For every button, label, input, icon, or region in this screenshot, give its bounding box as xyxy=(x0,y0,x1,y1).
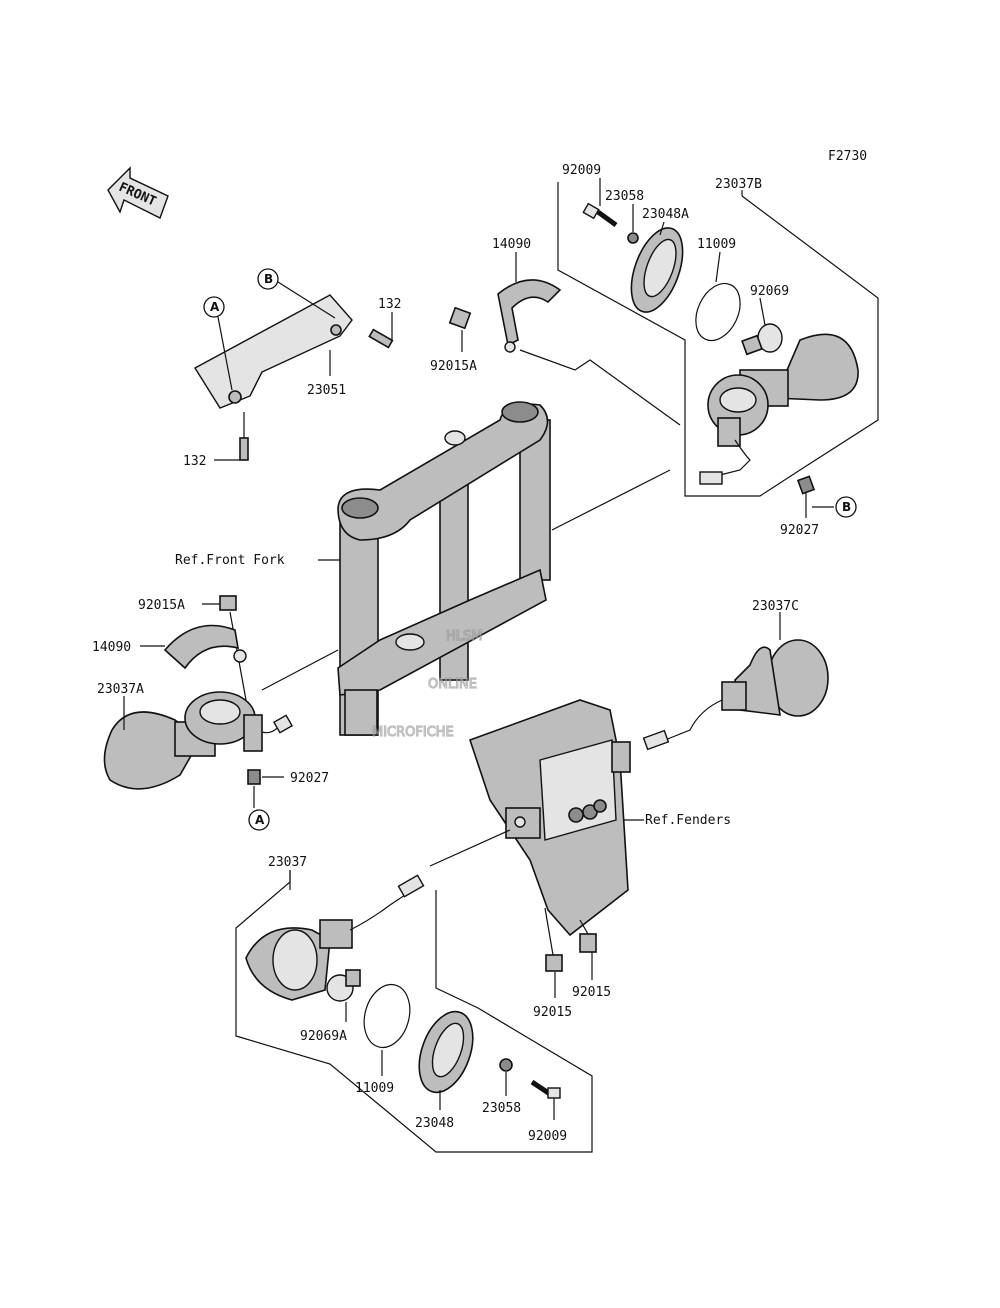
svg-text:HLSM: HLSM xyxy=(446,629,483,644)
callout-b-right: B xyxy=(835,496,857,518)
front-fork-assembly xyxy=(337,401,551,736)
front-arrow-icon: FRONT xyxy=(107,166,169,219)
bolt-132-top xyxy=(368,328,394,349)
label-ref-fenders: Ref.Fenders xyxy=(645,813,731,828)
svg-text:A: A xyxy=(255,813,265,827)
bracket-14090-top xyxy=(497,279,562,353)
bolt-132-bottom xyxy=(239,437,249,461)
svg-text:B: B xyxy=(264,272,273,286)
label-92015a-left: 92015A xyxy=(138,598,185,613)
turn-signal-23037c xyxy=(642,639,829,751)
oring-11009-bottom xyxy=(363,983,411,1049)
label-23048a: 23048A xyxy=(642,207,689,222)
label-92069a: 92069A xyxy=(300,1029,347,1044)
bulb-92069 xyxy=(741,323,783,356)
nut-92015a-top xyxy=(448,306,472,330)
frame-23037b xyxy=(557,182,879,497)
lens-23048 xyxy=(418,1010,474,1094)
turn-signal-23037 xyxy=(245,874,425,1001)
label-23037b: 23037B xyxy=(715,177,762,192)
callout-a-bottom: A xyxy=(248,809,270,831)
label-92009-top: 92009 xyxy=(562,163,601,178)
label-23037a: 23037A xyxy=(97,682,144,697)
cap-92027-left xyxy=(247,769,261,785)
figure-code: F2730 xyxy=(828,149,867,164)
label-132-top: 132 xyxy=(378,297,401,312)
label-14090-left: 14090 xyxy=(92,640,131,655)
label-92015-b: 92015 xyxy=(572,985,611,1000)
label-92015a-top: 92015A xyxy=(430,359,477,374)
label-23058-top: 23058 xyxy=(605,189,644,204)
nut-92015-b xyxy=(579,933,597,953)
turn-signal-23037a xyxy=(103,691,294,790)
nut-92015-a xyxy=(545,954,563,972)
label-92069: 92069 xyxy=(750,284,789,299)
label-11009-bottom: 11009 xyxy=(355,1081,394,1096)
label-ref-front-fork: Ref.Front Fork xyxy=(175,553,285,568)
label-23037: 23037 xyxy=(268,855,307,870)
lens-23048a xyxy=(630,227,684,313)
label-92027-left: 92027 xyxy=(290,771,329,786)
label-23058-bottom: 23058 xyxy=(482,1101,521,1116)
svg-text:A: A xyxy=(210,300,220,314)
nut-23058-bottom xyxy=(499,1058,513,1072)
callout-b-top: B xyxy=(257,268,279,290)
bracket-23051 xyxy=(194,294,353,409)
label-23051: 23051 xyxy=(307,383,346,398)
turn-signal-23037b xyxy=(699,333,859,485)
label-11009-top: 11009 xyxy=(697,237,736,252)
svg-text:B: B xyxy=(842,500,851,514)
screw-92009-top xyxy=(582,202,618,228)
label-14090-top: 14090 xyxy=(492,237,531,252)
bulb-92069a xyxy=(326,969,361,1002)
svg-text:MICROFICHE: MICROFICHE xyxy=(372,725,454,740)
cap-92027-right xyxy=(796,475,816,495)
watermark: HLSM ONLINE MICROFICHE xyxy=(371,628,483,740)
screw-92009-bottom xyxy=(530,1079,561,1099)
svg-text:ONLINE: ONLINE xyxy=(428,677,477,692)
oring-11009-top xyxy=(695,282,741,342)
frame-23037 xyxy=(235,870,593,1153)
label-23037c: 23037C xyxy=(752,599,799,614)
label-132-bottom: 132 xyxy=(183,454,206,469)
label-92015-a: 92015 xyxy=(533,1005,572,1020)
label-23048: 23048 xyxy=(415,1116,454,1131)
bracket-14090-left xyxy=(163,624,247,670)
rear-fender-assembly xyxy=(468,699,631,937)
nut-23058-top xyxy=(627,232,639,244)
callout-a-top: A xyxy=(203,296,225,318)
nut-92015a-left xyxy=(219,595,237,611)
label-92027-right: 92027 xyxy=(780,523,819,538)
label-92009-bottom: 92009 xyxy=(528,1129,567,1144)
